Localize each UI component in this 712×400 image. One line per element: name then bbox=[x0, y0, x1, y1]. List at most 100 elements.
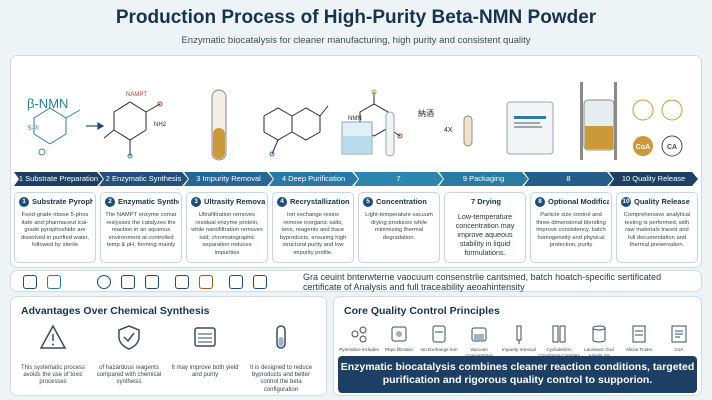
step-card-text: Comprehensive analytical testing is perf… bbox=[623, 212, 691, 249]
molecule-drawing-3 bbox=[263, 105, 329, 157]
step-card-title: Quality Release bbox=[634, 197, 690, 206]
page-subtitle: Enzymatic biocatalysis for cleaner manuf… bbox=[181, 35, 531, 46]
step-card-title: Concentration bbox=[376, 197, 427, 206]
ion-icon bbox=[432, 325, 446, 343]
step-number: 2 bbox=[105, 197, 115, 208]
advantages-title: Advantages Over Chemical Synthesis bbox=[21, 305, 210, 317]
test-tube-drawing bbox=[211, 89, 227, 161]
vial-drawing: 4X bbox=[444, 115, 473, 147]
qc-item-text: Allcoa Trutier bbox=[625, 347, 653, 352]
step-bar-item: 9 Packaging bbox=[439, 172, 528, 186]
syringe-icon bbox=[516, 325, 522, 344]
enzyme-icon bbox=[391, 326, 407, 342]
step-number: 8 bbox=[535, 197, 545, 208]
step-card-text: Light-temperature vacuum drying produces… bbox=[365, 212, 433, 241]
reactor-drawing bbox=[580, 82, 617, 160]
step-card-text: Ultrafiltration removes residual enzyme … bbox=[191, 212, 263, 256]
flask-icon bbox=[276, 325, 286, 349]
ca-badge: CA bbox=[661, 99, 683, 157]
step-number: 5 bbox=[363, 197, 373, 208]
step-bar-item: 8 bbox=[524, 172, 613, 186]
summary-text: Gra ceuint bnterwterne vaocuum consenstr… bbox=[303, 272, 662, 292]
advantages-panel: Advantages Over Chemical Synthesis This … bbox=[10, 296, 327, 396]
svg-text:CoA: CoA bbox=[636, 144, 650, 151]
database-icon bbox=[97, 275, 111, 289]
summary-bar: Gra ceuint bnterwterne vaocuum consenstr… bbox=[10, 270, 702, 292]
document-icon bbox=[253, 275, 267, 289]
concentrator-icon bbox=[471, 327, 487, 342]
drum-icon bbox=[592, 325, 606, 343]
advantage-text: It may improve both yield and purity bbox=[171, 365, 239, 379]
step-card-title: Ultrasity Removal bbox=[204, 197, 265, 206]
nampt-structure-drawing bbox=[103, 101, 163, 159]
page-title: Production Process of High-Purity Beta-N… bbox=[115, 7, 597, 28]
qc-item-text: Lauotoxin Gxd Ajonlin Sir bbox=[584, 347, 614, 358]
step-bar-item: 1 Substrate Preparation bbox=[14, 172, 103, 186]
flask-icon bbox=[23, 275, 37, 289]
step-bar-item: 3 Impurity Removal bbox=[184, 172, 273, 186]
column-icon bbox=[552, 325, 566, 343]
layers-icon bbox=[194, 327, 216, 347]
shield-check-icon bbox=[118, 325, 140, 350]
document-icon bbox=[632, 325, 646, 343]
step-card: 7 Drying Low-temperature concentration m… bbox=[444, 192, 526, 263]
svg-text:納酒: 納酒 bbox=[418, 108, 434, 118]
step-card-text: Ion exchange resins remove inorganic sal… bbox=[279, 212, 347, 256]
step-number: 10 bbox=[621, 197, 631, 208]
molecule-icon bbox=[351, 326, 367, 343]
qc-item-text: Ion Exchange iron bbox=[420, 347, 458, 352]
quality-control-title: Core Quality Control Principles bbox=[344, 305, 500, 317]
svg-text:4X: 4X bbox=[444, 127, 453, 134]
step-card-text: The NAMPT enzyme comar reslysses the cat… bbox=[105, 212, 177, 249]
qc-item-text: CoA bbox=[674, 347, 684, 352]
certificate-icon bbox=[671, 325, 687, 343]
package-drawing bbox=[506, 101, 554, 155]
step-bar-item: 7 bbox=[354, 172, 443, 186]
step-card-title: Enzymatic Synthesis bbox=[118, 197, 179, 206]
svg-text:CA: CA bbox=[667, 144, 677, 151]
svg-text:NMN: NMN bbox=[348, 116, 362, 122]
step-bar-item: 4 Deep Purification bbox=[269, 172, 358, 186]
svg-text:NAMPT: NAMPT bbox=[126, 92, 147, 98]
fire-icon bbox=[199, 275, 213, 289]
qc-item-text: Vaccuon Concentrator bbox=[466, 347, 493, 358]
step-card-text: Particle size control and three-dimensio… bbox=[536, 212, 606, 249]
dryer-icon bbox=[175, 275, 189, 289]
qc-banner: Enzymatic biocatalysis combines cleaner … bbox=[338, 356, 697, 393]
nmn-label: β-NMN bbox=[27, 96, 69, 111]
step-card-text: Food-grade ribose 5-phos itate and pharm… bbox=[21, 212, 89, 249]
step-bar-item: 2 Enzymatic Synthesis bbox=[99, 172, 188, 186]
step-number: 4 bbox=[277, 197, 287, 208]
step-card-text: Low-temperature concentration may improv… bbox=[455, 212, 515, 257]
qc-item-text: Pbpo filtration bbox=[384, 347, 414, 352]
advantage-text: This systematic process avoids the use o… bbox=[20, 365, 86, 386]
warning-icon bbox=[39, 324, 67, 349]
box-icon bbox=[229, 275, 243, 289]
svg-text:NH2: NH2 bbox=[154, 122, 167, 128]
filter-icon bbox=[121, 275, 135, 289]
step-number: 3 bbox=[191, 197, 201, 208]
flow-arrow-1 bbox=[86, 121, 105, 131]
qc-item-text: Impurity removal bbox=[502, 347, 536, 352]
step-bar-item: 10 Quality Release bbox=[609, 172, 698, 186]
header: Production Process of High-Purity Beta-N… bbox=[0, 0, 712, 56]
nmn-molecule-drawing bbox=[33, 107, 81, 156]
tray-icon bbox=[145, 275, 159, 289]
step-card-title: Substrate Pyrophates bbox=[32, 197, 93, 206]
advantage-text: It is designed to reduce byproducts and … bbox=[249, 365, 313, 393]
step-card-title: Recrystallization bbox=[290, 197, 350, 206]
step-number: 1 bbox=[19, 197, 29, 208]
step-bar: 1 Substrate Preparation 2 Enzymatic Synt… bbox=[14, 172, 698, 186]
step-card-title: Optional Modification bbox=[548, 197, 609, 206]
advantage-text: of hazardous reagents compared with chem… bbox=[96, 365, 162, 386]
coa-badge: CoA bbox=[632, 99, 654, 156]
step-card-title: 7 Drying bbox=[470, 197, 501, 206]
quality-control-panel: Core Quality Control Principles Pyrimidi… bbox=[333, 296, 702, 396]
